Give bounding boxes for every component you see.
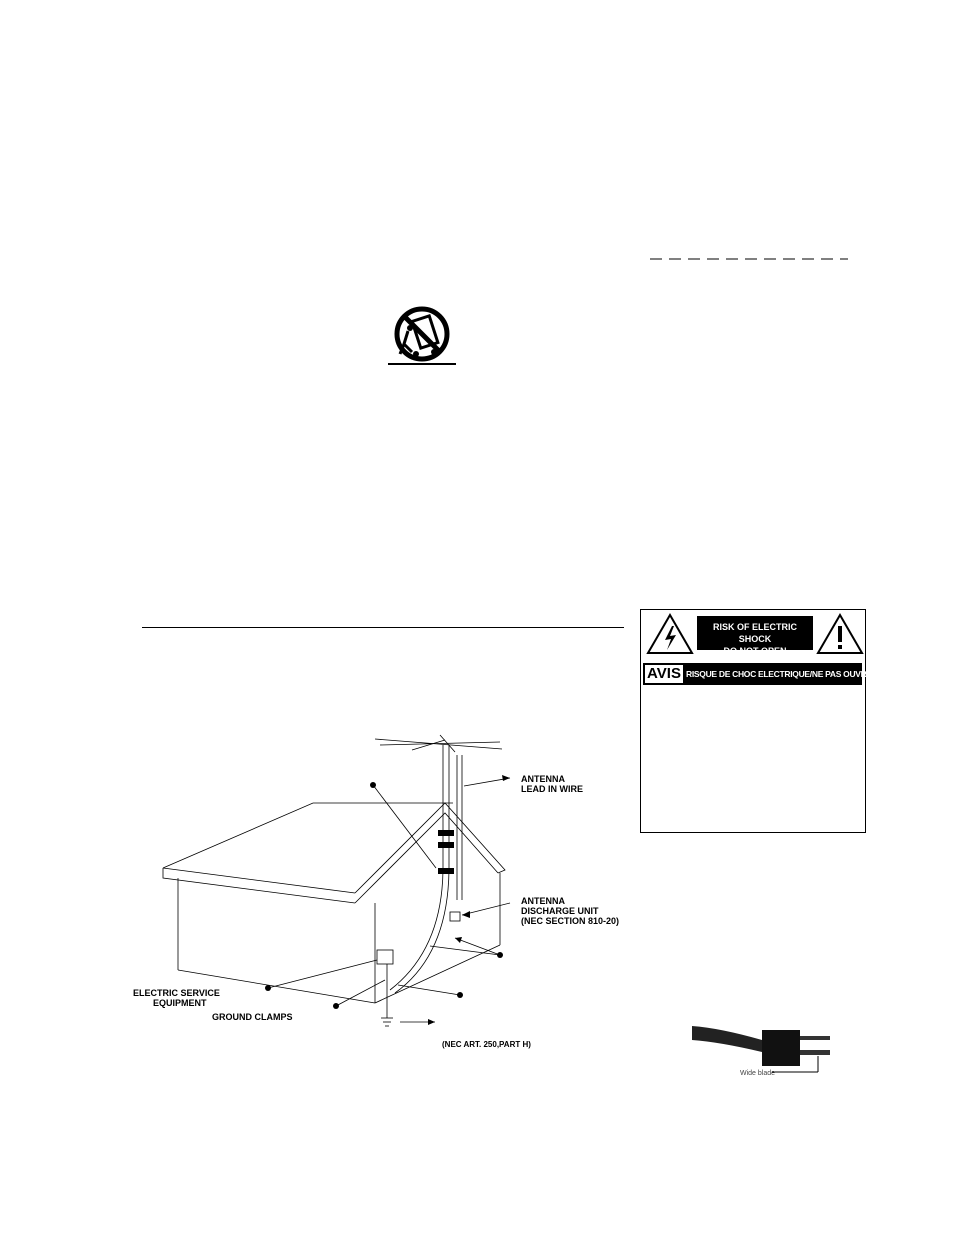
polarized-plug-icon: [692, 1026, 830, 1073]
section-rule: [142, 627, 624, 628]
blank-dashed-line: [650, 258, 848, 260]
avis-bar: [643, 663, 862, 685]
shock-warning-line1: RISK OF ELECTRIC SHOCK: [712, 622, 797, 644]
label-ground-clamps: GROUND CLAMPS: [212, 1012, 293, 1022]
antenna-grounding-diagram: [162, 734, 511, 1027]
label-antenna-lead-in-wire: ANTENNA LEAD IN WIRE: [521, 774, 583, 794]
label-electric-service-equipment: ELECTRIC SERVICE EQUIPMENT: [133, 988, 220, 1008]
shock-warning-text: RISK OF ELECTRIC SHOCK DO NOT OPEN: [697, 616, 813, 656]
avis-warning-text: RISQUE DE CHOC ELECTRIQUE/NE PAS OUVRIR: [686, 669, 875, 679]
shock-warning-line2: DO NOT OPEN: [723, 646, 787, 656]
lightning-warning-icon: [646, 613, 694, 654]
label-nec-reference: (NEC ART. 250,PART H): [442, 1040, 531, 1049]
cart-warning-icon: [388, 306, 456, 365]
avis-word: AVIS: [645, 665, 683, 683]
plug-wide-blade-label: Wide blade: [740, 1070, 776, 1077]
label-antenna-discharge-unit: ANTENNA DISCHARGE UNIT (NEC SECTION 810-…: [521, 896, 620, 926]
caution-label: [640, 609, 866, 833]
exclamation-warning-icon: [816, 613, 864, 654]
